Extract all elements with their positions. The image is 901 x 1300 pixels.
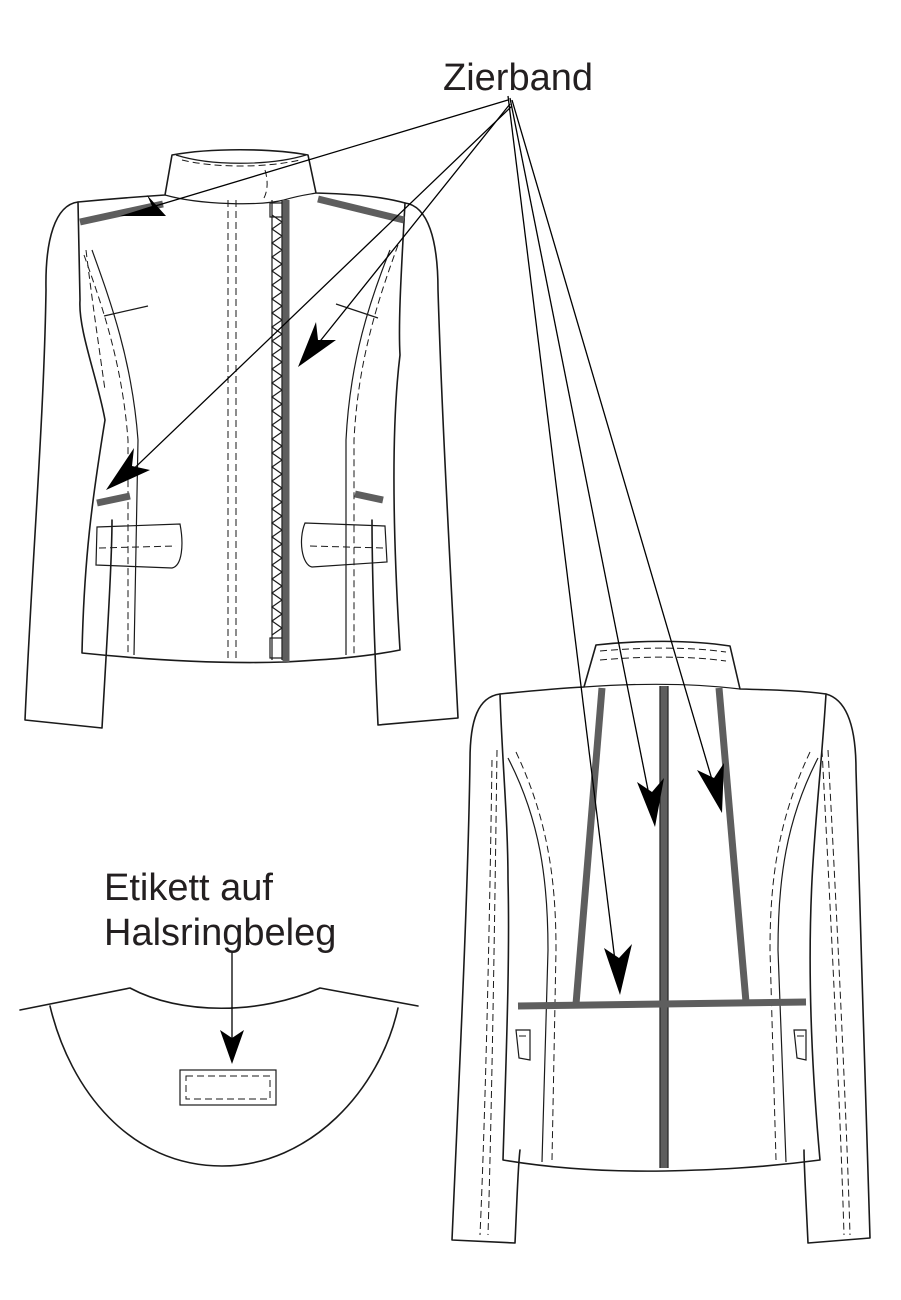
tape-back-left-diagonal	[572, 687, 606, 1005]
etikett-label-line1: Etikett auf	[104, 867, 273, 909]
jacket-front-view	[24, 148, 459, 729]
back-collar	[583, 683, 741, 690]
tape-back-right-diagonal	[715, 687, 750, 1003]
front-left-pocket-flap	[95, 523, 183, 569]
front-left-sleeve	[24, 201, 113, 729]
arrowhead	[298, 322, 336, 367]
jacket-back-view	[451, 640, 871, 1244]
arrowhead	[120, 195, 166, 216]
tape-front-left-waist	[96, 492, 131, 507]
arrowhead	[697, 763, 724, 813]
arrowhead	[220, 1030, 244, 1064]
front-collar	[164, 154, 317, 205]
arrowhead	[106, 448, 150, 490]
front-zipper	[269, 200, 285, 660]
front-body-outline	[77, 148, 406, 664]
neck-facing-detail	[19, 987, 419, 1167]
arrowhead	[604, 944, 632, 995]
zierband-label: Zierband	[443, 57, 593, 99]
etikett-leader	[220, 952, 244, 1064]
zierband-leaders	[106, 95, 724, 995]
tape-back-waist	[517, 998, 807, 1010]
label-patch	[179, 1069, 277, 1106]
tape-front-right-shoulder	[317, 195, 405, 224]
arrowhead	[637, 778, 664, 827]
back-left-sleeve	[451, 693, 521, 1244]
back-right-sleeve	[803, 693, 871, 1244]
etikett-label-line2: Halsringbeleg	[104, 912, 336, 954]
front-right-sleeve	[371, 202, 459, 726]
front-right-pocket-flap	[300, 522, 388, 568]
tape-front-right-waist	[354, 490, 384, 504]
back-body-outline	[499, 640, 827, 1172]
